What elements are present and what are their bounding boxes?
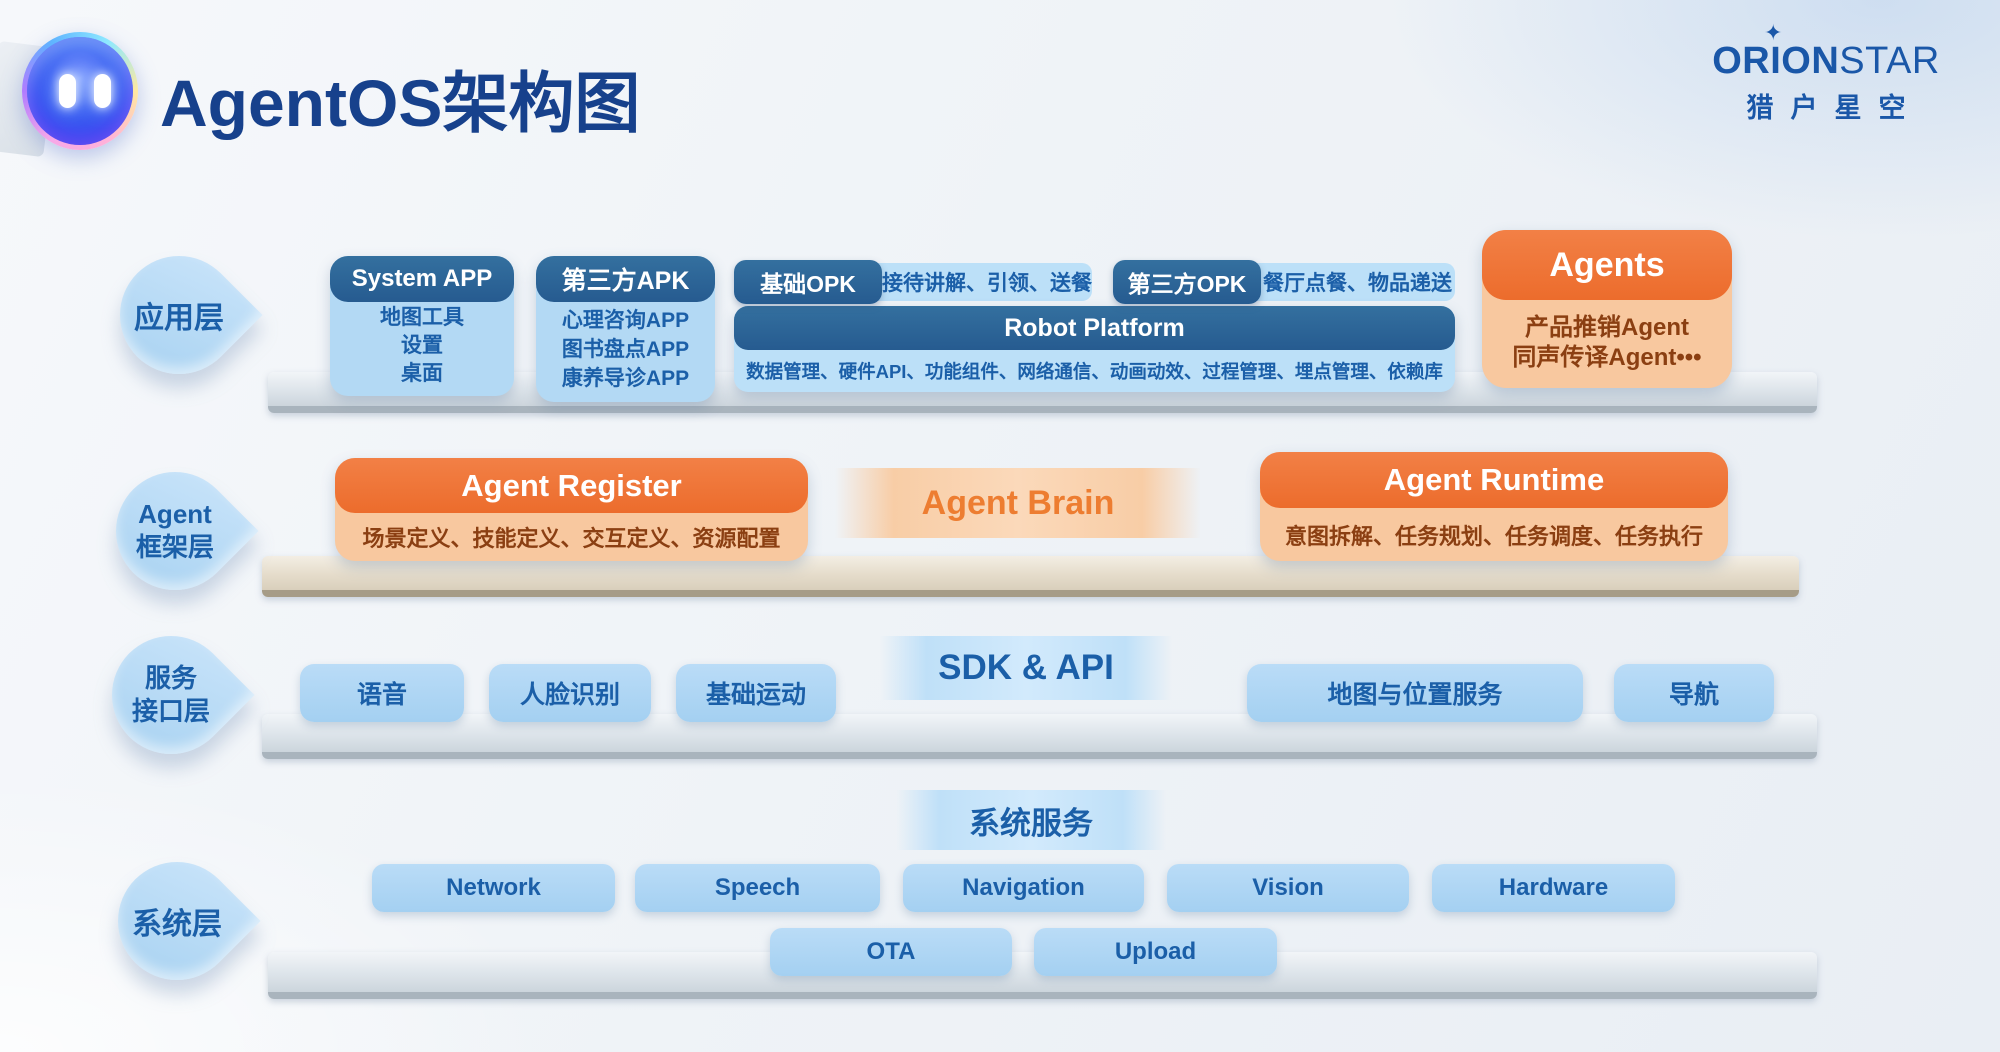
brand-subtitle: 猎户星空 — [1746, 93, 1923, 123]
agents-items: 产品推销Agent 同声传译Agent••• — [1482, 300, 1732, 386]
layer-marker-framework: Agent 框架层 — [91, 447, 259, 615]
chip-navigation: Navigation — [903, 864, 1144, 912]
brand-name-bold: ORION — [1712, 40, 1840, 82]
layer-label-framework: Agent 框架层 — [116, 472, 234, 590]
agents-card: Agents 产品推销Agent 同声传译Agent••• — [1482, 230, 1732, 388]
agent-runtime-header: Agent Runtime — [1260, 452, 1728, 508]
chip-map-location-service: 地图与位置服务 — [1247, 664, 1583, 722]
third-party-apk-card: 第三方APK 心理咨询APP 图书盘点APP 康养导诊APP — [536, 256, 715, 402]
chip-navigation-service: 导航 — [1614, 664, 1774, 722]
chip-vision: Vision — [1167, 864, 1409, 912]
brand-name: ✦ORIONSTAR — [1700, 20, 1952, 83]
chip-face-recognition: 人脸识别 — [489, 664, 651, 722]
third-party-apk-header: 第三方APK — [536, 256, 715, 302]
chip-network: Network — [372, 864, 615, 912]
agent-runtime-card: Agent Runtime 意图拆解、任务规划、任务调度、任务执行 — [1260, 452, 1728, 561]
chip-ota: OTA — [770, 928, 1012, 976]
layer-label-app: 应用层 — [134, 302, 224, 335]
chip-upload: Upload — [1034, 928, 1277, 976]
layer-marker-system: 系统层 — [93, 837, 261, 1005]
list-item: 心理咨询APP — [561, 308, 690, 332]
agents-header: Agents — [1482, 230, 1732, 300]
robot-platform-card: Robot Platform 数据管理、硬件API、功能组件、网络通信、动画动效… — [734, 306, 1455, 392]
chip-hardware: Hardware — [1432, 864, 1675, 912]
list-item: 康养导诊APP — [561, 366, 690, 390]
basic-opk-tag: 基础OPK — [734, 260, 882, 304]
layer-label-framework-line1: Agent — [138, 499, 212, 529]
third-party-opk-desc: 餐厅点餐、物品递送 — [1238, 263, 1455, 301]
brand-name-light: STAR — [1839, 40, 1940, 82]
system-service-band: 系统服务 — [896, 790, 1166, 850]
list-item: 桌面 — [401, 362, 443, 385]
list-item: 地图工具 — [380, 306, 464, 329]
robot-eye-right-icon — [94, 74, 111, 108]
layer-label-system: 系统层 — [132, 908, 222, 941]
agent-brain-band: Agent Brain — [835, 468, 1201, 538]
layer-label-service-line1: 服务 — [144, 663, 197, 693]
layer-label-service-line2: 接口层 — [131, 696, 210, 726]
robot-logo — [22, 32, 138, 150]
third-party-apk-items: 心理咨询APP 图书盘点APP 康养导诊APP — [536, 302, 715, 396]
layer-marker-service: 服务 接口层 — [87, 611, 255, 779]
robot-face — [27, 37, 133, 145]
third-party-opk-tag: 第三方OPK — [1113, 260, 1261, 304]
list-item: 产品推销Agent — [1525, 314, 1689, 341]
platform-bar-service — [262, 714, 1817, 759]
system-app-card: System APP 地图工具 设置 桌面 — [330, 256, 514, 396]
brand-star-icon: ✦ — [1764, 20, 1783, 45]
list-item: 同声传译Agent••• — [1512, 344, 1702, 371]
layer-label-service: 服务 接口层 — [112, 636, 230, 754]
layer-marker-app: 应用层 — [95, 231, 263, 399]
robot-eye-left-icon — [59, 74, 76, 108]
list-item: 设置 — [401, 334, 443, 357]
layer-label-framework-line2: 框架层 — [135, 532, 214, 562]
basic-opk-desc: 接待讲解、引领、送餐 — [856, 263, 1092, 301]
robot-platform-desc: 数据管理、硬件API、功能组件、网络通信、动画动效、过程管理、埋点管理、依赖库 — [746, 361, 1443, 382]
agent-register-card: Agent Register 场景定义、技能定义、交互定义、资源配置 — [335, 458, 808, 561]
system-app-header: System APP — [330, 256, 514, 302]
agent-register-header: Agent Register — [335, 458, 808, 513]
page-title: AgentOS架构图 — [160, 66, 641, 140]
list-item: 图书盘点APP — [561, 337, 690, 361]
agent-runtime-desc: 意图拆解、任务规划、任务调度、任务执行 — [1284, 523, 1703, 549]
chip-speech: Speech — [635, 864, 880, 912]
platform-bar-framework — [262, 556, 1799, 597]
chip-basic-motion: 基础运动 — [676, 664, 836, 722]
orionstar-logo: ✦ORIONSTAR 猎户星空 — [1700, 20, 1952, 125]
system-app-items: 地图工具 设置 桌面 — [330, 302, 514, 390]
sdk-api-band: SDK & API — [880, 636, 1172, 700]
chip-voice: 语音 — [300, 664, 464, 722]
robot-platform-header: Robot Platform — [734, 306, 1455, 350]
agent-register-desc: 场景定义、技能定义、交互定义、资源配置 — [362, 526, 781, 551]
